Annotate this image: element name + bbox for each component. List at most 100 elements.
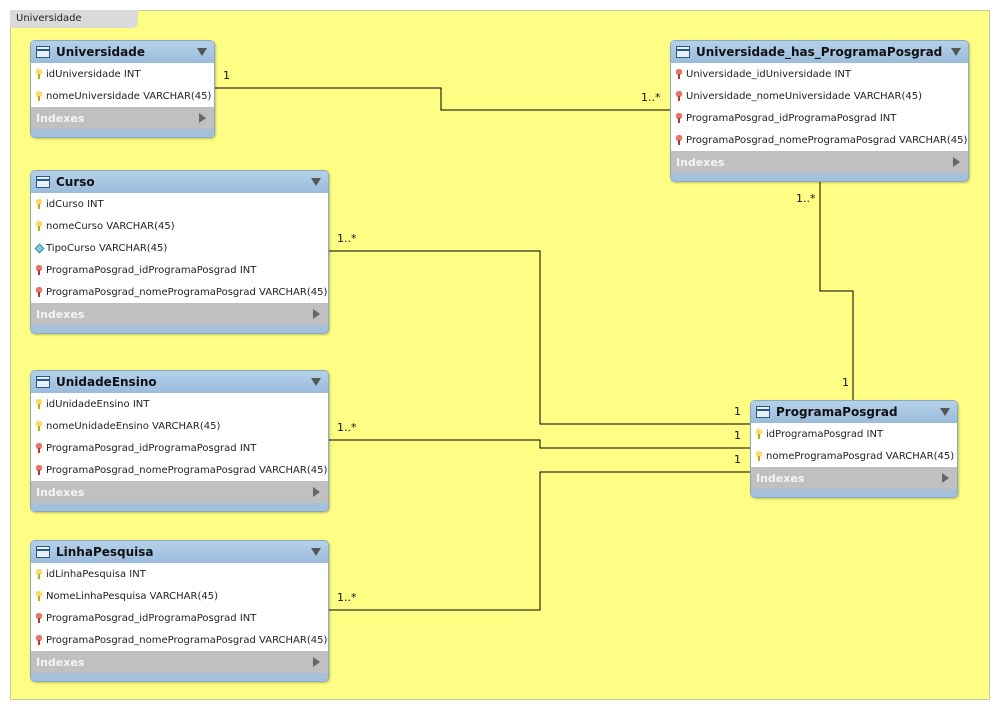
primary-key-icon (755, 429, 763, 439)
expand-arrow-icon[interactable] (942, 473, 949, 483)
indexes-section[interactable]: Indexes (31, 651, 328, 673)
foreign-key-icon (675, 69, 683, 79)
column-label: idProgramaPosgrad INT (766, 428, 884, 440)
column-row[interactable]: idUnidadeEnsino INT (31, 393, 328, 415)
table-universidade-has-programaposgrad[interactable]: Universidade_has_ProgramaPosgrad Univers… (670, 40, 969, 182)
cardinality-label: 1..* (337, 232, 357, 245)
table-footer (671, 173, 968, 181)
column-label: NomeLinhaPesquisa VARCHAR(45) (46, 590, 218, 602)
foreign-key-icon (675, 113, 683, 123)
column-row[interactable]: idCurso INT (31, 193, 328, 215)
foreign-key-icon (35, 613, 43, 623)
column-label: nomeUnidadeEnsino VARCHAR(45) (46, 420, 221, 432)
indexes-section[interactable]: Indexes (31, 303, 328, 325)
layer-label: Universidade (10, 10, 138, 28)
foreign-key-icon (35, 465, 43, 475)
column-label: Universidade_nomeUniversidade VARCHAR(45… (686, 90, 923, 102)
indexes-section[interactable]: Indexes (31, 107, 214, 129)
column-label: ProgramaPosgrad_idProgramaPosgrad INT (46, 612, 257, 624)
column-row[interactable]: nomeCurso VARCHAR(45) (31, 215, 328, 237)
collapse-caret-icon[interactable] (311, 548, 321, 556)
column-row[interactable]: Universidade_nomeUniversidade VARCHAR(45… (671, 85, 968, 107)
column-row[interactable]: Universidade_idUniversidade INT (671, 63, 968, 85)
column-row[interactable]: nomeUnidadeEnsino VARCHAR(45) (31, 415, 328, 437)
column-row[interactable]: idLinhaPesquisa INT (31, 563, 328, 585)
table-header[interactable]: Universidade_has_ProgramaPosgrad (671, 41, 968, 63)
indexes-section[interactable]: Indexes (671, 151, 968, 173)
cardinality-label: 1 (223, 69, 230, 82)
collapse-caret-icon[interactable] (311, 178, 321, 186)
primary-key-icon (35, 221, 43, 231)
foreign-key-icon (675, 91, 683, 101)
primary-key-icon (35, 399, 43, 409)
column-row[interactable]: TipoCurso VARCHAR(45) (31, 237, 328, 259)
table-footer (31, 503, 328, 511)
expand-arrow-icon[interactable] (953, 157, 960, 167)
table-header[interactable]: UnidadeEnsino (31, 371, 328, 393)
foreign-key-icon (35, 287, 43, 297)
indexes-label: Indexes (676, 155, 725, 169)
table-header[interactable]: LinhaPesquisa (31, 541, 328, 563)
table-footer (31, 325, 328, 333)
column-label: idLinhaPesquisa INT (46, 568, 146, 580)
column-row[interactable]: ProgramaPosgrad_nomeProgramaPosgrad VARC… (31, 281, 328, 303)
table-title: Universidade_has_ProgramaPosgrad (696, 45, 943, 59)
attribute-diamond-icon (35, 243, 43, 253)
foreign-key-icon (35, 635, 43, 645)
column-row[interactable]: NomeLinhaPesquisa VARCHAR(45) (31, 585, 328, 607)
table-icon (676, 46, 690, 58)
table-curso[interactable]: Curso idCurso INT nomeCurso VARCHAR(45) … (30, 170, 329, 334)
column-row[interactable]: ProgramaPosgrad_nomeProgramaPosgrad VARC… (31, 459, 328, 481)
table-header[interactable]: ProgramaPosgrad (751, 401, 957, 423)
column-row[interactable]: nomeProgramaPosgrad VARCHAR(45) (751, 445, 957, 467)
column-row[interactable]: ProgramaPosgrad_idProgramaPosgrad INT (31, 607, 328, 629)
foreign-key-icon (35, 265, 43, 275)
column-row[interactable]: ProgramaPosgrad_idProgramaPosgrad INT (31, 437, 328, 459)
table-icon (36, 176, 50, 188)
table-title: LinhaPesquisa (56, 545, 154, 559)
foreign-key-icon (675, 135, 683, 145)
cardinality-label: 1..* (337, 421, 357, 434)
expand-arrow-icon[interactable] (313, 309, 320, 319)
table-linhapesquisa[interactable]: LinhaPesquisa idLinhaPesquisa INT NomeLi… (30, 540, 329, 682)
column-row[interactable]: nomeUniversidade VARCHAR(45) (31, 85, 214, 107)
table-title: Curso (56, 175, 95, 189)
expand-arrow-icon[interactable] (313, 657, 320, 667)
foreign-key-icon (35, 443, 43, 453)
table-universidade[interactable]: Universidade idUniversidade INT nomeUniv… (30, 40, 215, 138)
indexes-label: Indexes (36, 485, 85, 499)
table-programaposgrad[interactable]: ProgramaPosgrad idProgramaPosgrad INT no… (750, 400, 958, 498)
column-row[interactable]: ProgramaPosgrad_nomeProgramaPosgrad VARC… (671, 129, 968, 151)
collapse-caret-icon[interactable] (940, 408, 950, 416)
table-unidadeensino[interactable]: UnidadeEnsino idUnidadeEnsino INT nomeUn… (30, 370, 329, 512)
expand-arrow-icon[interactable] (313, 487, 320, 497)
column-label: TipoCurso VARCHAR(45) (46, 242, 168, 254)
collapse-caret-icon[interactable] (951, 48, 961, 56)
column-row[interactable]: idUniversidade INT (31, 63, 214, 85)
table-header[interactable]: Universidade (31, 41, 214, 63)
column-label: ProgramaPosgrad_nomeProgramaPosgrad VARC… (46, 634, 328, 646)
primary-key-icon (35, 569, 43, 579)
collapse-caret-icon[interactable] (197, 48, 207, 56)
indexes-section[interactable]: Indexes (31, 481, 328, 503)
column-label: idCurso INT (46, 198, 104, 210)
collapse-caret-icon[interactable] (311, 378, 321, 386)
column-row[interactable]: ProgramaPosgrad_idProgramaPosgrad INT (31, 259, 328, 281)
cardinality-label: 1 (734, 453, 741, 466)
primary-key-icon (35, 69, 43, 79)
column-row[interactable]: ProgramaPosgrad_nomeProgramaPosgrad VARC… (31, 629, 328, 651)
indexes-label: Indexes (756, 471, 805, 485)
indexes-section[interactable]: Indexes (751, 467, 957, 489)
cardinality-label: 1 (734, 405, 741, 418)
table-header[interactable]: Curso (31, 171, 328, 193)
column-row[interactable]: idProgramaPosgrad INT (751, 423, 957, 445)
indexes-label: Indexes (36, 111, 85, 125)
table-title: UnidadeEnsino (56, 375, 157, 389)
table-footer (31, 673, 328, 681)
expand-arrow-icon[interactable] (199, 113, 206, 123)
column-row[interactable]: ProgramaPosgrad_idProgramaPosgrad INT (671, 107, 968, 129)
primary-key-icon (35, 591, 43, 601)
cardinality-label: 1 (734, 429, 741, 442)
primary-key-icon (35, 421, 43, 431)
cardinality-label: 1..* (337, 591, 357, 604)
